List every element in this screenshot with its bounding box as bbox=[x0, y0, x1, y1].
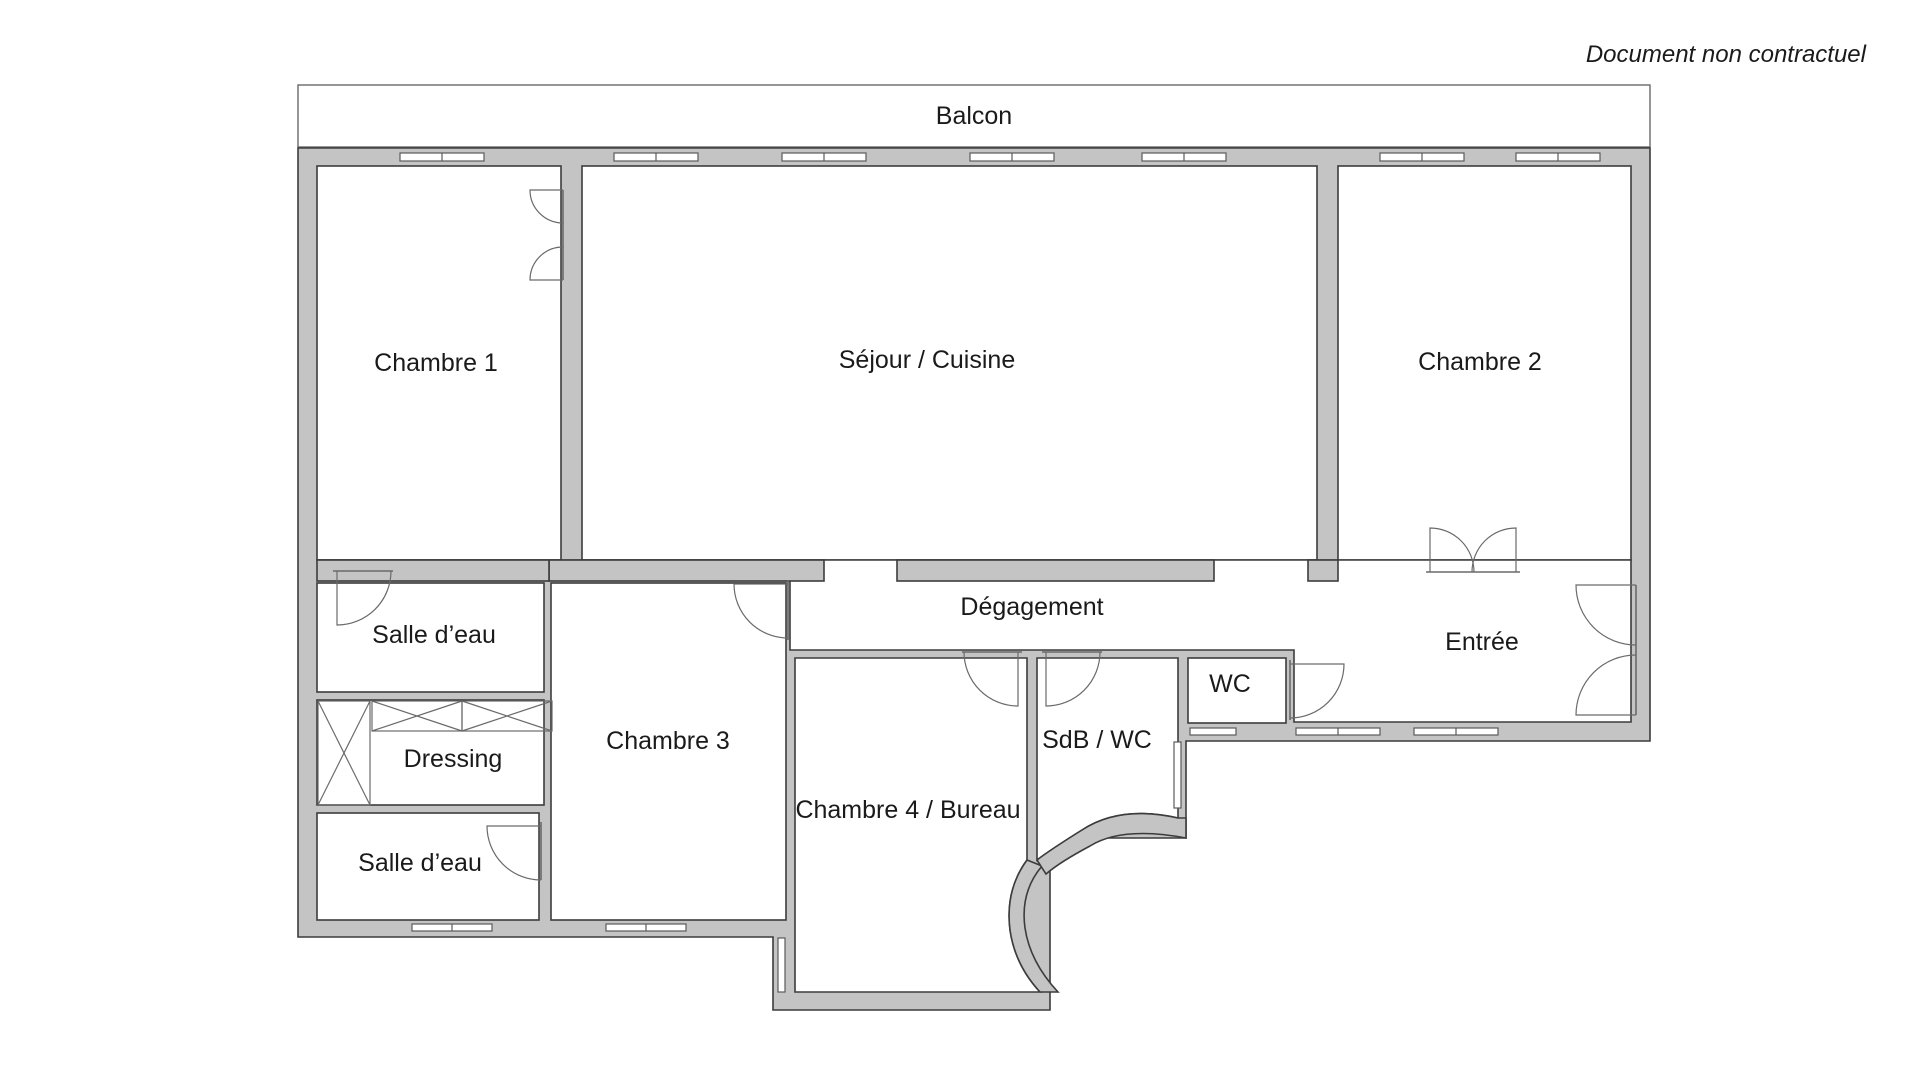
closet-2 bbox=[461, 700, 553, 732]
wall-stub-right bbox=[1307, 559, 1339, 582]
room-salle-deau-bottom bbox=[316, 812, 540, 921]
windows-bottom bbox=[411, 727, 1499, 993]
room-salle-deau-top bbox=[316, 582, 545, 693]
wall-stub-left bbox=[548, 559, 825, 582]
label-chambre-4-bureau: Chambre 4 / Bureau bbox=[795, 796, 1020, 824]
label-chambre-3: Chambre 3 bbox=[606, 727, 730, 755]
label-balcon: Balcon bbox=[936, 102, 1012, 130]
label-entree: Entrée bbox=[1445, 628, 1519, 656]
curved-wall bbox=[1008, 859, 1060, 993]
disclaimer-text: Document non contractuel bbox=[1586, 41, 1867, 68]
room-chambre-4-bureau bbox=[794, 657, 1042, 993]
label-wc: WC bbox=[1209, 670, 1251, 698]
label-salle-deau-top: Salle d’eau bbox=[372, 621, 496, 649]
label-degagement: Dégagement bbox=[960, 593, 1103, 621]
room-chambre-3 bbox=[550, 582, 787, 921]
room-sejour-cuisine bbox=[581, 165, 1318, 561]
balcony bbox=[297, 84, 1651, 148]
label-dressing: Dressing bbox=[404, 745, 503, 773]
closet-3 bbox=[317, 700, 371, 806]
room-dressing bbox=[316, 699, 545, 806]
doors bbox=[333, 189, 1637, 881]
label-salle-deau-bottom: Salle d’eau bbox=[358, 849, 482, 877]
room-chambre-1 bbox=[316, 165, 562, 561]
room-chambre-2 bbox=[1337, 165, 1632, 561]
wall-stub-corridor bbox=[316, 559, 550, 582]
label-chambre-1: Chambre 1 bbox=[374, 349, 498, 377]
label-sdb-wc: SdB / WC bbox=[1042, 726, 1152, 754]
label-sejour-cuisine: Séjour / Cuisine bbox=[839, 346, 1015, 374]
label-chambre-2: Chambre 2 bbox=[1418, 348, 1542, 376]
room-wc bbox=[1187, 657, 1287, 724]
wall-stub-middle bbox=[896, 559, 1215, 582]
curved-wall-sdb bbox=[1035, 812, 1187, 876]
windows-top bbox=[399, 152, 1601, 162]
